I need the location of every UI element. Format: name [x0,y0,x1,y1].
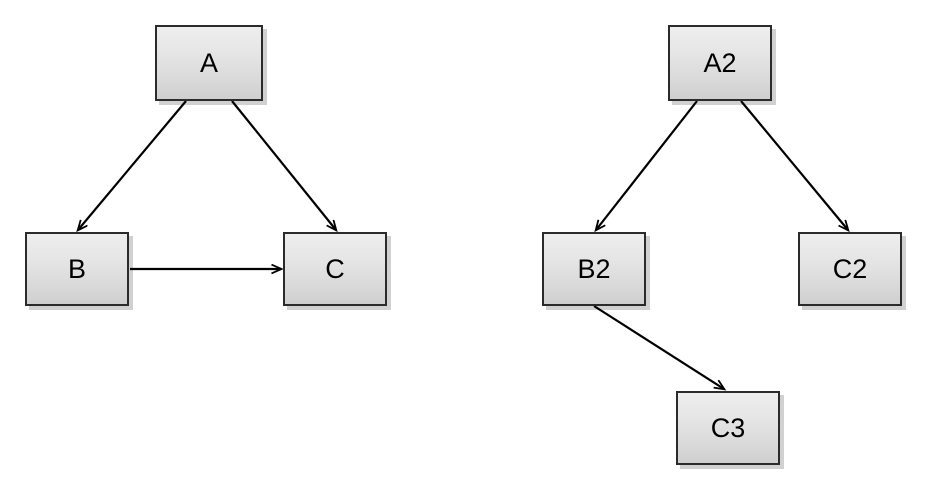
edge-a2-to-b2 [596,100,698,230]
edge-a2-to-c2 [740,100,848,230]
node-c[interactable]: C [283,232,387,306]
node-label-c2: C2 [832,253,868,284]
node-b[interactable]: B [25,232,129,306]
node-a2[interactable]: A2 [668,25,772,101]
node-a[interactable]: A [155,25,263,101]
node-c3[interactable]: C3 [676,391,780,465]
node-label-b2: B2 [577,253,611,284]
node-label-a: A [199,47,218,78]
edge-a-to-b [78,100,187,230]
edge-b2-to-c3 [593,305,724,389]
edges-group [78,100,848,389]
node-label-c: C [325,253,345,284]
node-label-c3: C3 [710,412,746,443]
node-label-b: B [67,253,86,284]
edge-a-to-c [231,100,336,230]
node-b2[interactable]: B2 [542,232,646,306]
node-label-a2: A2 [703,47,737,78]
node-c2[interactable]: C2 [798,232,902,306]
